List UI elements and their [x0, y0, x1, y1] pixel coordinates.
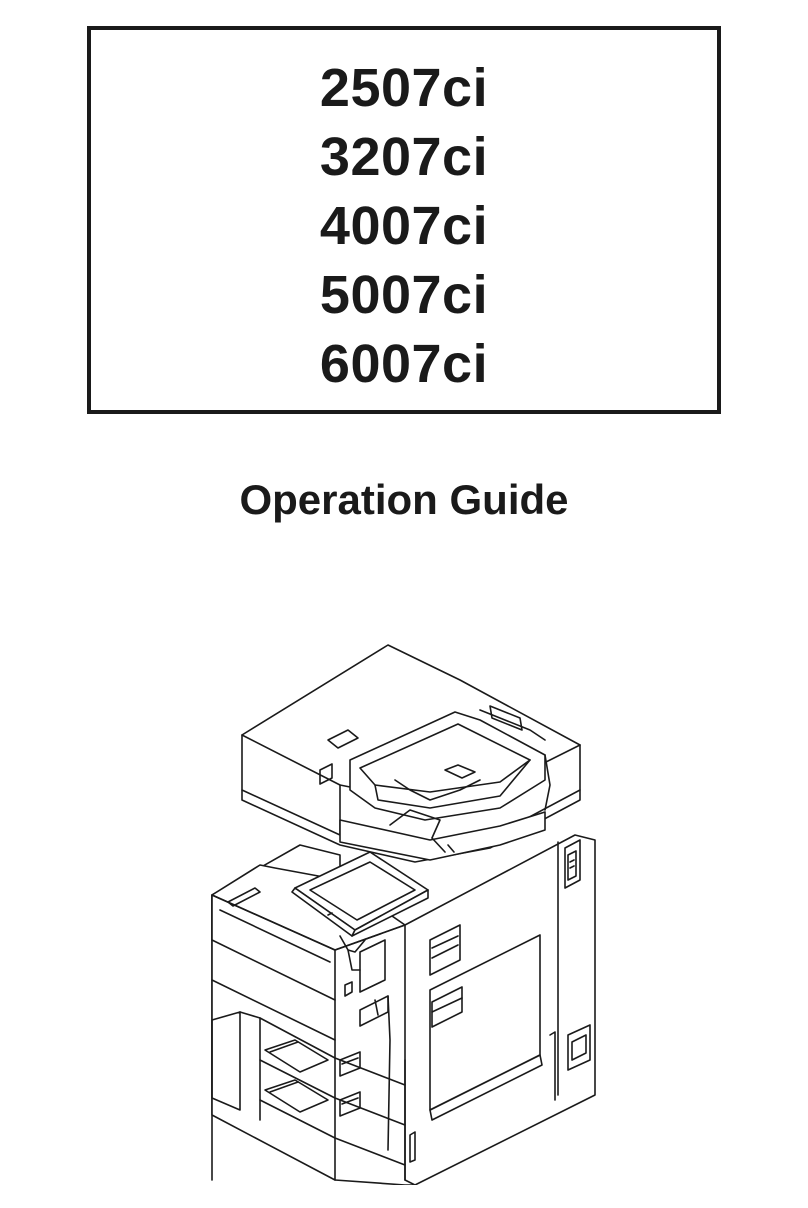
multifunction-printer-icon: [200, 640, 610, 1185]
model-number: 4007ci: [91, 192, 717, 261]
model-number: 5007ci: [91, 261, 717, 330]
printer-illustration: [200, 640, 610, 1185]
model-number: 6007ci: [91, 330, 717, 399]
document-title: Operation Guide: [0, 472, 808, 528]
model-number-list: 2507ci 3207ci 4007ci 5007ci 6007ci: [91, 54, 717, 399]
model-number: 3207ci: [91, 123, 717, 192]
model-number: 2507ci: [91, 54, 717, 123]
model-number-box: 2507ci 3207ci 4007ci 5007ci 6007ci: [87, 26, 721, 414]
